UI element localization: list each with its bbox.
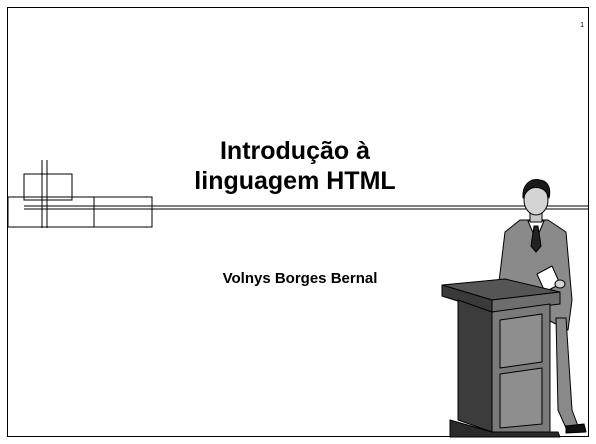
page-title: Introdução à linguagem HTML [160,136,430,196]
presenter-tie [530,225,542,253]
presenter-hair [522,179,551,199]
deco-rect-top [23,173,73,201]
podium-base [449,419,561,438]
podium-lip-right [491,291,561,313]
title-line-1: Introdução à [219,137,370,165]
title-line-2: linguagem HTML [194,167,396,195]
presenter-hand [554,279,566,289]
podium-side [457,299,493,433]
author-name: Volnys Borges Bernal [222,270,378,287]
page-number: 1 [580,22,584,29]
presenter-legs [555,317,579,429]
deco-rect-right [93,196,153,228]
podium-panel-lower [499,367,543,429]
podium-panel-upper [499,313,543,369]
presenter-shoe [565,423,587,434]
